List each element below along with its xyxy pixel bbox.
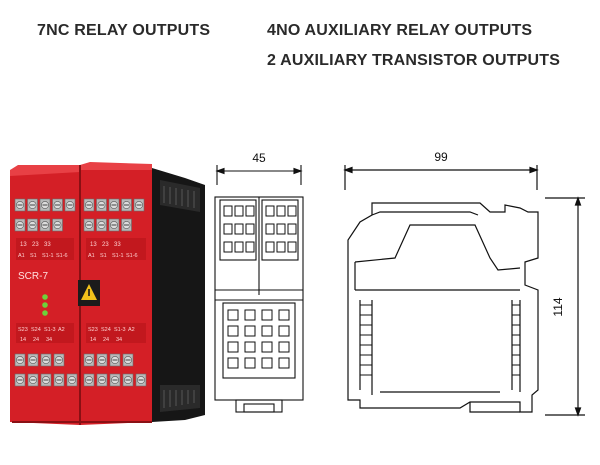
terminal-label: S1 (30, 253, 37, 259)
terminal-screw (39, 198, 51, 212)
terminal-screw (83, 373, 95, 387)
terminal-screw (39, 218, 51, 232)
status-led (42, 294, 48, 300)
terminal-screw (52, 218, 63, 232)
terminal-screw (64, 198, 76, 212)
terminal-label: S24 (101, 327, 111, 333)
terminal-screw (122, 373, 134, 387)
terminal-label: S1-6 (56, 253, 68, 259)
terminal-label: 13 (20, 242, 27, 248)
terminal-screw (27, 353, 39, 367)
relay-rear-housing (152, 168, 205, 422)
terminal-screw (83, 218, 95, 232)
terminal-screw (66, 373, 78, 387)
terminal-screw (52, 198, 63, 212)
terminal-screw (27, 218, 38, 232)
terminal-label: S1-3 (114, 327, 126, 333)
terminal-label: S1-1 (112, 253, 124, 259)
terminal-screw (133, 198, 145, 212)
terminal-label: A1 (88, 253, 95, 259)
terminal-label: 33 (114, 242, 121, 248)
terminal-screw (40, 353, 52, 367)
terminal-label: 34 (46, 337, 52, 343)
side-view-drawing (343, 165, 585, 417)
terminal-label: 14 (90, 337, 96, 343)
terminal-screw (109, 373, 121, 387)
terminal-label: 24 (103, 337, 109, 343)
terminal-screw (96, 198, 107, 212)
heading-no-aux-outputs: 4NO AUXILIARY RELAY OUTPUTS (267, 22, 533, 39)
terminal-screw (40, 373, 52, 387)
terminal-label: 23 (102, 242, 109, 248)
side-view-vent-ribs (360, 304, 520, 376)
terminal-screw (53, 353, 65, 367)
terminal-screw (96, 218, 107, 232)
terminal-label: S24 (31, 327, 41, 333)
terminal-label: A2 (128, 327, 135, 333)
terminal-label: S1 (100, 253, 107, 259)
terminal-screw (96, 373, 108, 387)
terminal-label: S1-6 (126, 253, 138, 259)
status-led (42, 310, 48, 316)
terminal-screw (14, 198, 26, 212)
model-label: SCR-7 (18, 271, 48, 282)
terminal-screw (108, 198, 120, 212)
terminal-label: 24 (33, 337, 39, 343)
terminal-label: 14 (20, 337, 26, 343)
terminal-screw (135, 373, 147, 387)
heading-nc-outputs: 7NC RELAY OUTPUTS (37, 22, 211, 39)
terminal-label: S1-3 (44, 327, 56, 333)
terminal-screw (14, 353, 26, 367)
terminal-label: 34 (116, 337, 122, 343)
terminal-screw (27, 373, 39, 387)
terminal-label: 33 (44, 242, 51, 248)
terminal-screw (14, 373, 26, 387)
heading-transistor-outputs: 2 AUXILIARY TRANSISTOR OUTPUTS (267, 52, 561, 69)
terminal-screw (53, 373, 65, 387)
dimension-height: 114 (551, 297, 565, 316)
terminal-label: 23 (32, 242, 39, 248)
relay-product-image: 13 23 33 A1 S1 S1-1 S1-6 13 23 33 A1 S1 … (10, 162, 205, 425)
terminal-label: S23 (88, 327, 98, 333)
terminal-screw (96, 353, 108, 367)
terminal-label: A2 (58, 327, 65, 333)
terminal-label: S1-1 (42, 253, 54, 259)
terminal-label: 13 (90, 242, 97, 248)
front-terminal-grid (223, 205, 297, 369)
terminal-screw (121, 218, 132, 232)
terminal-screw (108, 218, 120, 232)
terminal-screw (121, 198, 132, 212)
status-led (42, 302, 48, 308)
dimension-front-width: 45 (252, 151, 266, 165)
terminal-screw (83, 198, 95, 212)
terminal-screw (27, 198, 38, 212)
terminal-screw (122, 353, 134, 367)
terminal-screw (83, 353, 95, 367)
dimension-side-depth: 99 (434, 150, 448, 164)
terminal-screw (109, 353, 121, 367)
terminal-label: A1 (18, 253, 25, 259)
front-view-drawing (214, 165, 304, 413)
terminal-label: S23 (18, 327, 28, 333)
terminal-screw (14, 218, 26, 232)
